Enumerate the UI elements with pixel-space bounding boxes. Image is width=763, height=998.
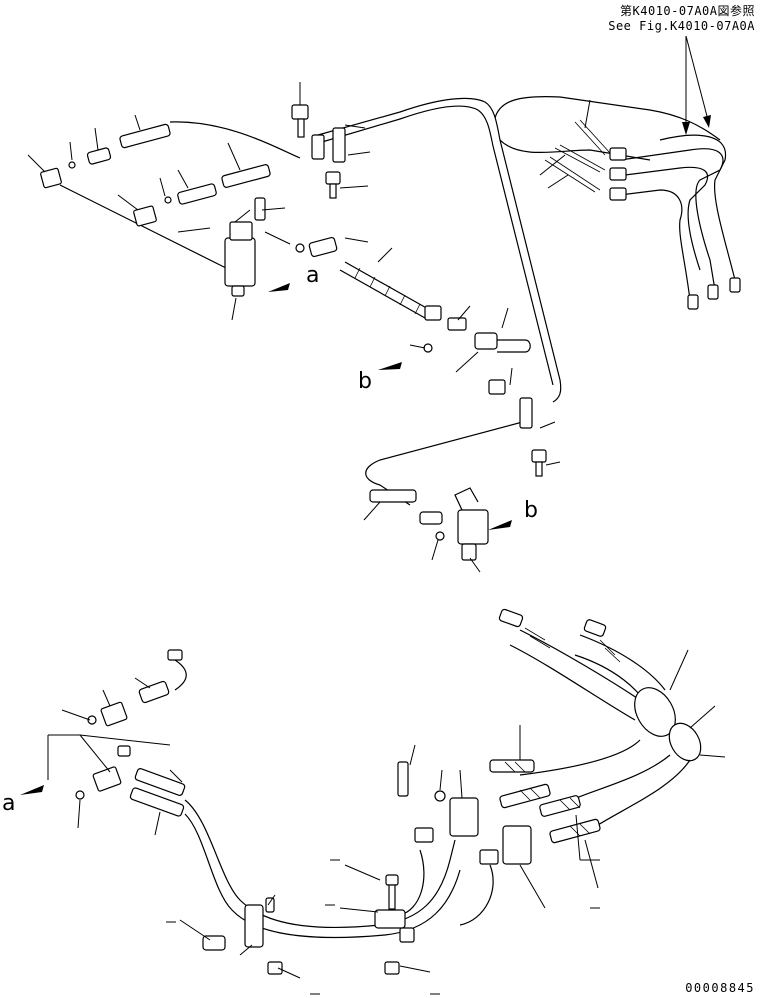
bottom-dash-marks [166, 859, 600, 995]
right-hose-manifold [544, 119, 741, 310]
lower-assembly [20, 608, 726, 995]
view-arrow-lower [20, 785, 44, 795]
view-arrows-upper [268, 283, 512, 530]
view-label-b-left: b [358, 369, 372, 394]
leader-lines-upper [27, 82, 591, 573]
main-pipe-run [59, 96, 721, 506]
reference-note-jp: 第K4010-07A0A図参照 [620, 4, 755, 18]
view-label-a-lower: a [2, 791, 15, 816]
reference-note-en: See Fig.K4010-07A0A [608, 19, 755, 33]
leader-lines-lower [47, 649, 726, 979]
center-clamp-bolts [291, 104, 346, 199]
braided-hose-upper [339, 261, 531, 353]
lower-valve-blocks [397, 759, 601, 865]
figure-number: 00008845 [685, 981, 755, 995]
view-label-a-upper: a [306, 263, 319, 288]
upper-assembly [27, 35, 741, 573]
bottom-clamps [202, 874, 415, 975]
upper-left-fittings [40, 123, 271, 227]
hose-bundle-boot [498, 608, 702, 831]
upper-valve-block [224, 197, 338, 297]
view-label-b-right: b [524, 498, 538, 523]
middle-valve-block [369, 379, 547, 561]
reference-arrows [682, 35, 711, 135]
lower-left-fittings [75, 649, 494, 939]
